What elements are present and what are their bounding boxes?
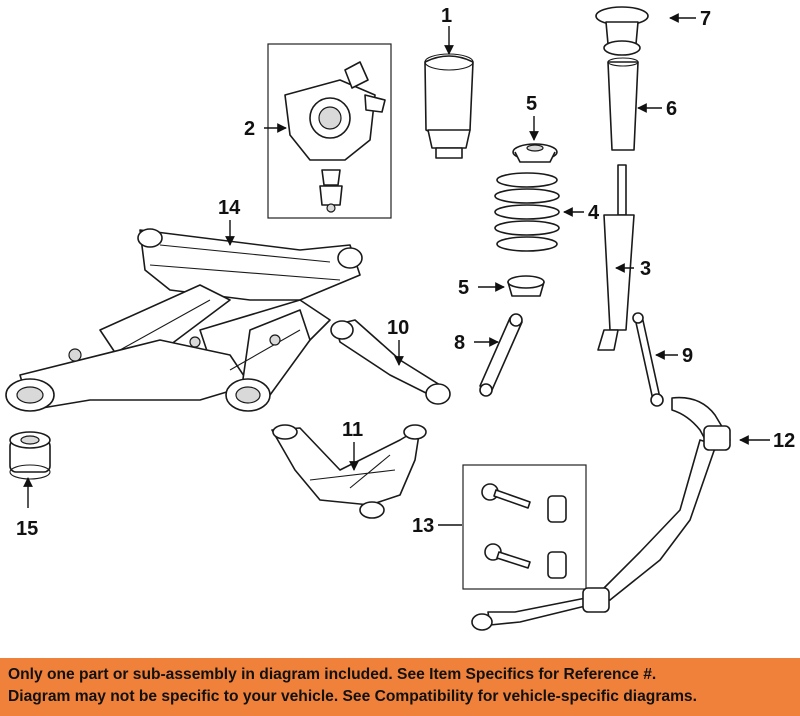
callout-11: 11 (342, 419, 363, 441)
stabilizer-link-group-box (462, 464, 587, 590)
disclaimer-line-1: Only one part or sub-assembly in diagram… (8, 666, 657, 683)
callout-12: 12 (773, 430, 795, 452)
callout-13: 13 (412, 515, 434, 537)
callout-2: 2 (244, 118, 255, 140)
suspension-parts-diagram: 1 2 3 4 5 5 6 7 8 9 10 11 12 13 14 15 (5, 5, 795, 631)
coil-spring-part-4 (494, 172, 560, 252)
callout-5-lower: 5 (458, 277, 469, 299)
disclaimer-line-2: Diagram may not be specific to your vehi… (8, 688, 697, 705)
upper-control-arm-part-10 (330, 319, 451, 405)
callout-8: 8 (454, 332, 465, 354)
stabilizer-bar-part-12 (471, 396, 731, 631)
lower-control-arm-part-11 (271, 424, 427, 519)
callout-leaders (23, 13, 770, 526)
callout-6: 6 (666, 98, 677, 120)
callout-3: 3 (640, 258, 651, 280)
bushing-part-15 (9, 431, 51, 480)
knuckle-group-box (267, 43, 392, 219)
shock-absorber-part-3 (597, 164, 635, 351)
disclaimer-banner: Only one part or sub-assembly in diagram… (0, 658, 800, 716)
crossmember-part-14 (5, 228, 363, 412)
strut-mount-part-7 (595, 6, 649, 56)
callout-14: 14 (218, 197, 241, 219)
trailing-link-part-8 (479, 313, 523, 397)
toe-link-part-9 (632, 312, 664, 407)
spring-isolator-upper-part-5 (512, 143, 558, 163)
spring-isolator-lower-part-5 (507, 275, 545, 297)
callout-5-upper: 5 (526, 93, 537, 115)
callout-7: 7 (700, 8, 711, 30)
air-spring-part-1 (424, 53, 474, 159)
knuckle-part-2 (284, 61, 386, 213)
stabilizer-links-part-13 (481, 483, 567, 579)
callout-9: 9 (682, 345, 693, 367)
dust-boot-part-6 (607, 57, 639, 151)
callout-4: 4 (588, 202, 600, 224)
callout-15: 15 (16, 518, 38, 540)
callout-1: 1 (441, 5, 452, 27)
callout-10: 10 (387, 317, 409, 339)
